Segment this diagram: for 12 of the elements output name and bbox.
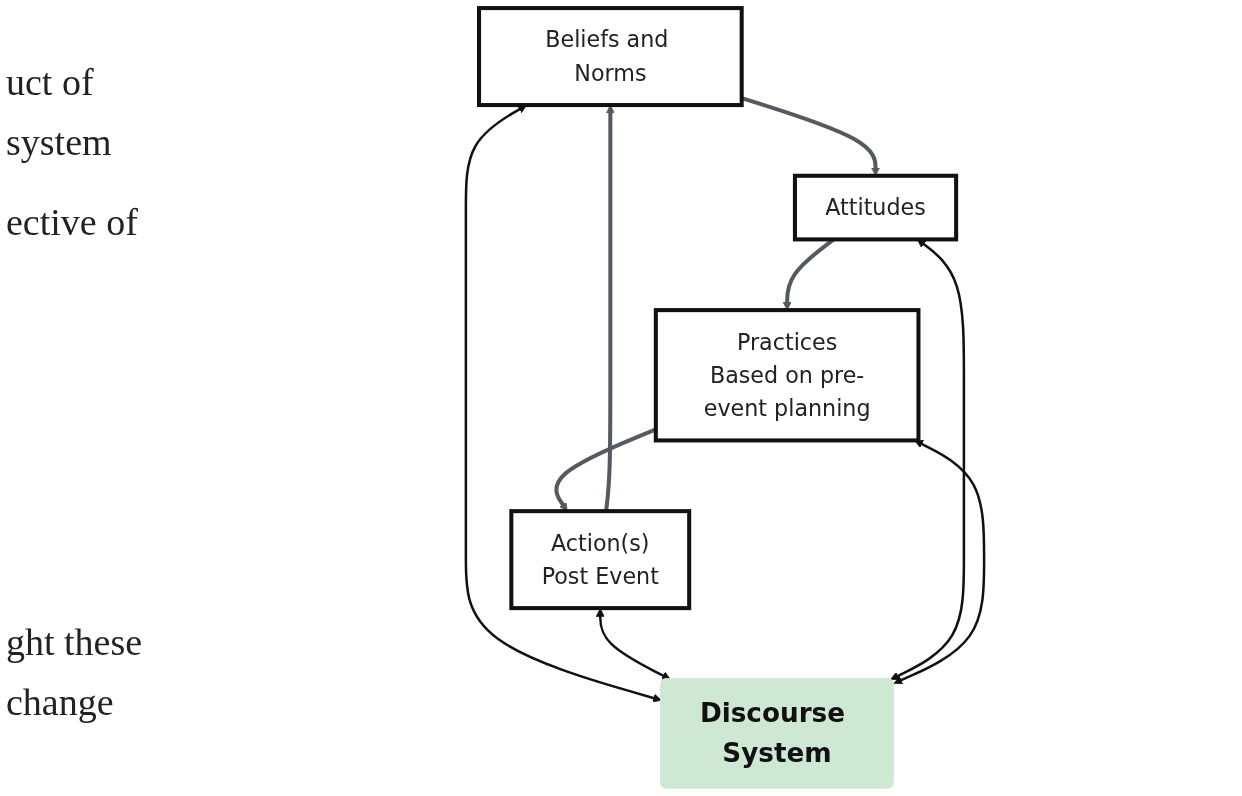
arrow [893,440,986,685]
note-text: uct of [6,60,94,104]
node-box: Beliefs and Norms [477,6,744,108]
note-text: change [6,680,114,724]
note-text: system [6,120,112,164]
node-box: Attitudes [792,173,959,242]
note-text: ective of [6,200,138,244]
node-box: Action(s) Post Event [509,509,692,611]
arrow [554,427,657,512]
note-text: ght these [6,620,143,664]
arrow [464,104,662,703]
node-box: Practices Based on pre-event planning [653,308,921,443]
